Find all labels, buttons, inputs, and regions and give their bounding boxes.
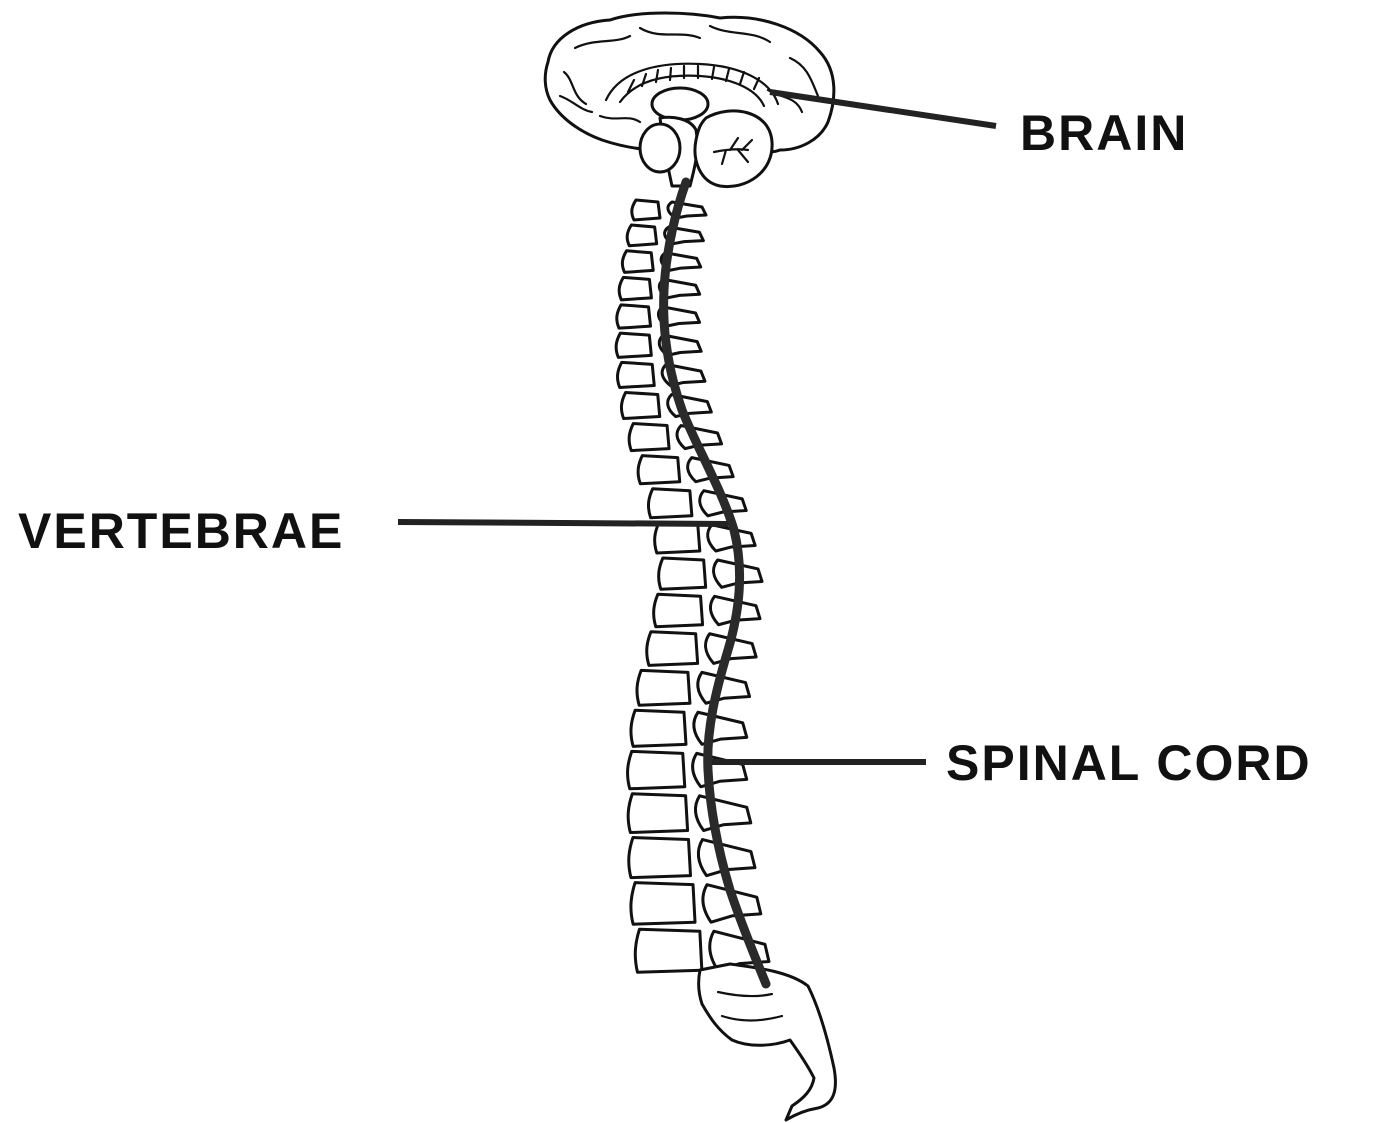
brain-illustration: [545, 13, 834, 187]
vertebra-body: [637, 670, 690, 705]
vertebra-body: [619, 277, 651, 299]
vertebra-body: [628, 794, 687, 833]
vertebra-body: [631, 710, 686, 746]
vertebrae-leader-line: [398, 522, 728, 524]
vertebra-body: [632, 200, 660, 220]
vertebra-body: [635, 929, 702, 972]
pons: [640, 124, 680, 172]
vertebra-body: [629, 838, 691, 878]
vertebra-body: [622, 251, 653, 273]
vertebra-body: [627, 225, 656, 246]
vertebra-body: [618, 362, 655, 387]
vertebra-body: [617, 305, 651, 328]
vertebra-body: [655, 523, 700, 553]
brain-label: BRAIN: [1020, 105, 1188, 161]
spinal-cord-label: SPINAL CORD: [946, 735, 1312, 791]
vertebra-body: [628, 751, 685, 788]
vertebra-body: [659, 558, 706, 589]
spinous-process: [695, 796, 750, 831]
spinous-process: [693, 753, 747, 786]
vertebra-body: [631, 883, 695, 925]
vertebra-body: [616, 333, 651, 357]
vertebra-body: [654, 594, 703, 626]
vertebra-body: [629, 424, 669, 451]
spinous-process: [694, 712, 747, 744]
vertebra-body: [647, 632, 698, 666]
vertebrae-illustration: [616, 200, 769, 972]
vertebra-body: [638, 456, 680, 484]
vertebra-body: [648, 489, 691, 518]
vertebra-body: [621, 392, 659, 418]
vertebrae-label: VERTEBRAE: [18, 503, 344, 559]
thalamus: [652, 88, 708, 120]
